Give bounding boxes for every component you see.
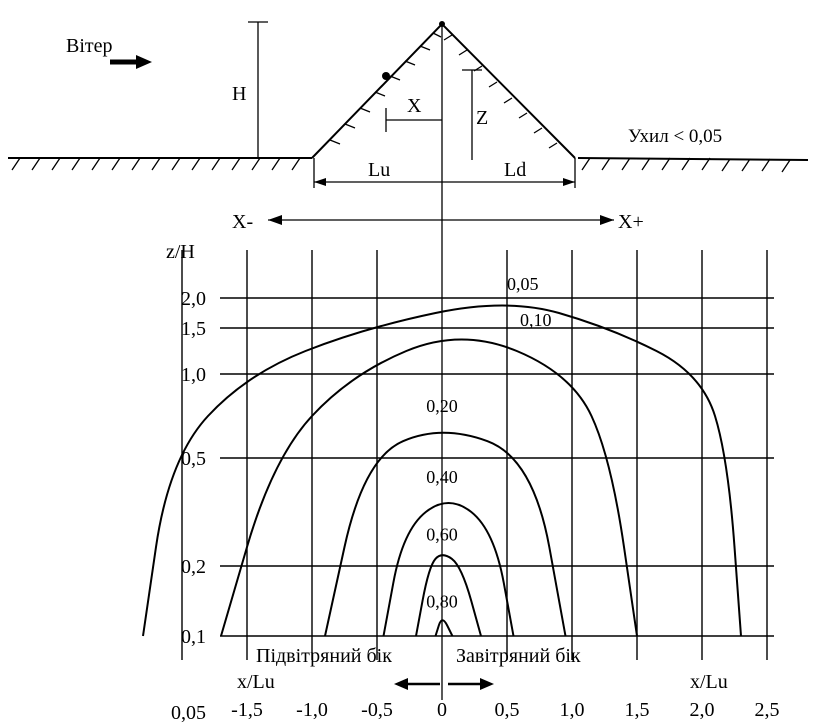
x-tick-label: 2,0 [690, 699, 715, 721]
height-label: H [232, 83, 246, 105]
x-tick-label: 0,5 [495, 699, 520, 721]
x-plus-arrow-icon [600, 215, 614, 225]
contour-label: 0,40 [426, 467, 458, 487]
contour-label: 0,60 [426, 524, 458, 544]
y-tick-label: 1,0 [181, 364, 206, 386]
x-minus-arrow-icon [268, 215, 282, 225]
contour-line-0-05 [142, 304, 742, 637]
contour-label: 0,05 [507, 274, 539, 294]
y-tick-label: 0,2 [181, 556, 206, 578]
lu-label: Lu [368, 159, 390, 181]
contour-line-0-60 [415, 554, 482, 637]
x-tick-label: 1,5 [625, 699, 650, 721]
y-tick-label: 2,0 [181, 288, 206, 310]
wind-label: Вітер [66, 35, 113, 57]
wind-arrow-icon [110, 55, 152, 69]
x-plus-label: X+ [618, 211, 644, 233]
x-dimension-label: X [407, 95, 422, 117]
y-axis-label: z/H [166, 241, 195, 263]
z-dimension-label: Z [476, 107, 488, 129]
x-tick-label: -1,0 [296, 699, 328, 721]
measurement-point-marker [382, 72, 390, 80]
x-tick-label: -0,5 [361, 699, 393, 721]
contour-line-0-40 [382, 502, 515, 637]
y-tick-label: 0,05 [171, 702, 206, 724]
ground-line [8, 157, 809, 161]
upwind-side-label: Підвітряний бік [256, 645, 392, 667]
lu-arrow-icon [314, 178, 326, 186]
contour-line-0-80 [434, 619, 454, 637]
contour-line-0-20 [324, 431, 567, 637]
x-axis-label-left: x/Lu [237, 671, 275, 693]
y-tick-label: 0,5 [181, 448, 206, 470]
upwind-arrow-icon [394, 678, 440, 690]
ground-hatching [11, 157, 791, 173]
contour-label: 0,20 [426, 396, 458, 416]
x-minus-label: X- [232, 211, 253, 233]
downwind-side-label: Завітряний бік [456, 645, 581, 667]
contour-chart: z/H x/Lu x/Lu Підвітряний бік Завітряний… [142, 241, 780, 724]
slope-label: Ухил < 0,05 [628, 126, 722, 147]
dune-sketch: Вітер H X Z Ухил < 0,05 [8, 21, 809, 700]
contour-line-0-10 [220, 338, 638, 637]
dune-hatching [329, 32, 558, 149]
ld-label: Ld [504, 159, 526, 181]
dune-profile [311, 22, 576, 159]
x-tick-label: 0 [437, 699, 447, 721]
contour-label: 0,10 [520, 310, 552, 330]
contour-label: 0,80 [426, 592, 458, 612]
y-tick-label: 0,1 [181, 626, 206, 648]
ld-arrow-icon [563, 178, 575, 186]
downwind-arrow-icon [448, 678, 494, 690]
y-tick-label: 1,5 [181, 318, 206, 340]
x-axis-label-right: x/Lu [690, 671, 728, 693]
x-tick-label: 2,5 [755, 699, 780, 721]
x-tick-label: -1,5 [231, 699, 263, 721]
x-tick-label: 1,0 [560, 699, 585, 721]
